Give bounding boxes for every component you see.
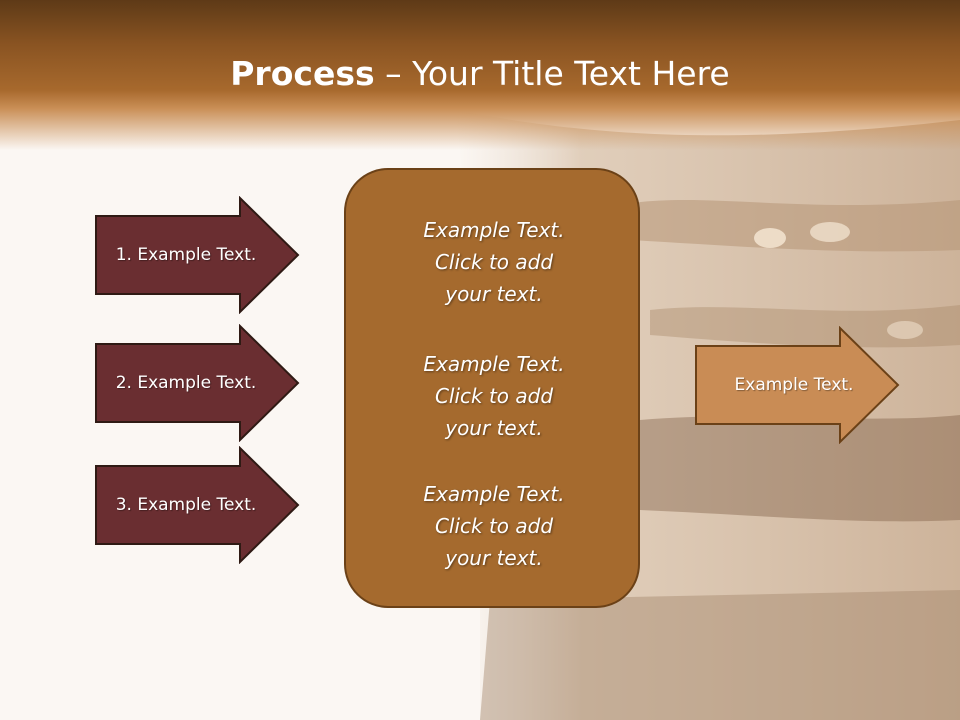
title-bold: Process xyxy=(230,54,375,93)
left-arrow-label: 3. Example Text. xyxy=(115,495,257,515)
left-arrow-3[interactable]: 3. Example Text. xyxy=(94,446,300,564)
arrow-shape xyxy=(95,446,300,564)
arrow-shape xyxy=(95,196,300,314)
left-arrow-1[interactable]: 1. Example Text. xyxy=(94,196,300,314)
panel-text-block-2[interactable]: Example Text. Click to add your text. xyxy=(423,352,565,440)
left-arrow-2[interactable]: 2. Example Text. xyxy=(94,324,300,442)
right-arrow-label: Example Text. xyxy=(734,375,854,395)
left-arrow-label: 1. Example Text. xyxy=(115,245,257,265)
center-panel[interactable]: Example Text. Click to add your text. Ex… xyxy=(344,168,640,608)
slide-title: Process – Your Title Text Here xyxy=(0,52,960,96)
arrow-shape xyxy=(95,324,300,442)
title-band xyxy=(0,0,960,150)
panel-text-block-3[interactable]: Example Text. Click to add your text. xyxy=(423,482,565,570)
left-arrow-label: 2. Example Text. xyxy=(115,373,257,393)
title-rest: – Your Title Text Here xyxy=(374,54,730,93)
right-arrow[interactable]: Example Text. xyxy=(694,326,900,444)
arrow-shape xyxy=(695,326,900,444)
panel-text-block-1[interactable]: Example Text. Click to add your text. xyxy=(423,218,565,306)
